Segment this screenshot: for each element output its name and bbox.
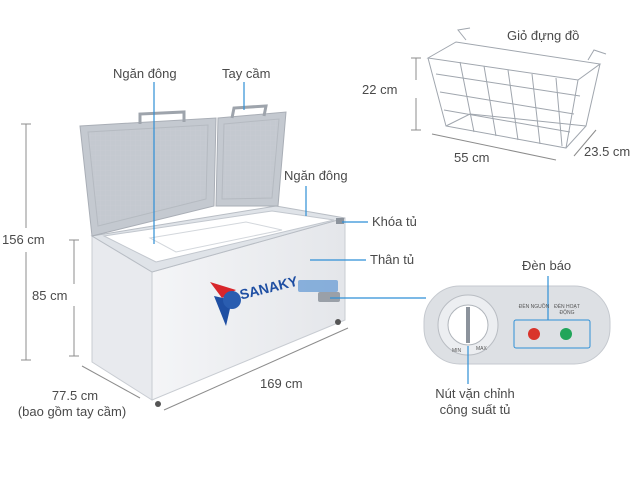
dim-basket-width: 23.5 cm: [584, 144, 631, 159]
dim-total-height: 156 cm: [2, 232, 45, 247]
label-freezer-left: Ngăn đông: [113, 66, 177, 81]
chest-freezer: [79, 104, 346, 407]
label-knob-line1: Nút vặn chỉnh: [435, 386, 515, 401]
label-lock: Khóa tủ: [372, 214, 417, 229]
dim-body-height: 85 cm: [32, 288, 68, 303]
knob-max-label: MAX: [476, 346, 487, 352]
dimension-lines: [21, 57, 597, 411]
sanaky-logo: [210, 282, 241, 326]
label-knob-line2: công suất tủ: [439, 402, 511, 417]
label-body: Thân tủ: [370, 252, 415, 267]
storage-basket: [426, 27, 607, 149]
dim-depth-line2: (bao gồm tay cầm): [17, 404, 127, 419]
knob-min-label: MIN: [452, 348, 462, 354]
dim-depth-line1: 77.5 cm: [51, 388, 99, 403]
leader-lines: [153, 82, 549, 384]
dim-basket-height: 22 cm: [362, 82, 398, 97]
panel-light2-label: ĐÈN HOẠT ĐỘNG: [554, 304, 580, 316]
label-handle: Tay cầm: [222, 66, 271, 81]
operation-light: [560, 328, 572, 340]
label-basket: Giỏ đựng đồ: [507, 28, 580, 43]
dim-width: 169 cm: [260, 376, 303, 391]
panel-light1-label: ĐÈN NGUỒN: [518, 304, 550, 310]
dim-basket-length: 55 cm: [454, 150, 490, 165]
control-panel: [423, 285, 611, 365]
label-indicator: Đèn báo: [522, 258, 572, 273]
label-freezer-right: Ngăn đông: [284, 168, 348, 183]
power-light: [528, 328, 540, 340]
